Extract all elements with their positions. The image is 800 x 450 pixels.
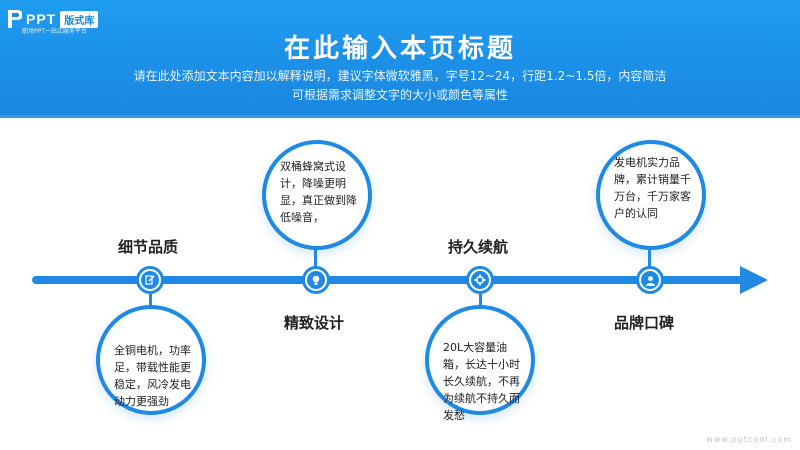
- timeline-node-endurance[interactable]: [466, 266, 494, 294]
- timeline-label-quality: 细节品质: [118, 238, 179, 256]
- logo-mark-icon: [8, 10, 22, 28]
- header-banner: PPT 版式库 职场PPT一站式服务平台 在此输入本页标题 请在此处添加文本内容…: [0, 0, 800, 118]
- timeline-node-brand[interactable]: [636, 266, 664, 294]
- timeline-arrow-head: [740, 266, 768, 294]
- timeline-node-design[interactable]: [302, 266, 330, 294]
- user-icon: [641, 271, 659, 289]
- gear-icon: [471, 271, 489, 289]
- stem-quality: [149, 294, 152, 310]
- subtitle-line-2: 可根据需求调整文字的大小或颜色等属性: [291, 88, 508, 102]
- watermark: www.pptcool.com: [706, 435, 792, 444]
- bubble-text-design: 双桶蜂窝式设计，降噪更明显，真正做到降低噪音，: [280, 160, 357, 224]
- timeline-label-design: 精致设计: [284, 314, 345, 332]
- stem-endurance: [479, 294, 482, 310]
- logo-subtitle: 职场PPT一站式服务平台: [22, 28, 87, 35]
- logo[interactable]: PPT 版式库: [8, 6, 99, 32]
- bubble-design: 双桶蜂窝式设计，降噪更明显，真正做到降低噪音，: [262, 140, 372, 250]
- bubble-text-brand: 发电机实力品牌，累计销量千万台，千万家客户的认同: [614, 156, 691, 220]
- bubble-brand: 发电机实力品牌，累计销量千万台，千万家客户的认同: [596, 140, 706, 250]
- lightbulb-icon: [307, 271, 325, 289]
- timeline-axis: [32, 276, 748, 284]
- bubble-quality: 全铜电机，功率足，带载性能更稳定，风冷发电动力更强劲: [96, 305, 206, 415]
- page-title: 在此输入本页标题: [283, 34, 516, 64]
- logo-text: PPT: [26, 11, 57, 27]
- stem-brand: [648, 248, 651, 268]
- bubble-text-quality: 全铜电机，功率足，带载性能更稳定，风冷发电动力更强劲: [114, 344, 191, 408]
- subtitle-line-1: 请在此处添加文本内容加以解释说明，建议字体微软雅黑，字号12~24，行距1.2~…: [133, 69, 667, 83]
- stem-design: [314, 248, 317, 268]
- timeline-label-endurance: 持久续航: [448, 238, 509, 256]
- edit-icon: [141, 271, 159, 289]
- timeline-label-brand: 品牌口碑: [614, 314, 675, 332]
- logo-badge: 版式库: [60, 10, 99, 28]
- bubble-endurance: 20L大容量油箱，长达十小时长久续航，不再为续航不持久而发愁: [425, 305, 535, 422]
- timeline-node-quality[interactable]: [136, 266, 164, 294]
- bubble-text-endurance: 20L大容量油箱，长达十小时长久续航，不再为续航不持久而发愁: [443, 341, 520, 422]
